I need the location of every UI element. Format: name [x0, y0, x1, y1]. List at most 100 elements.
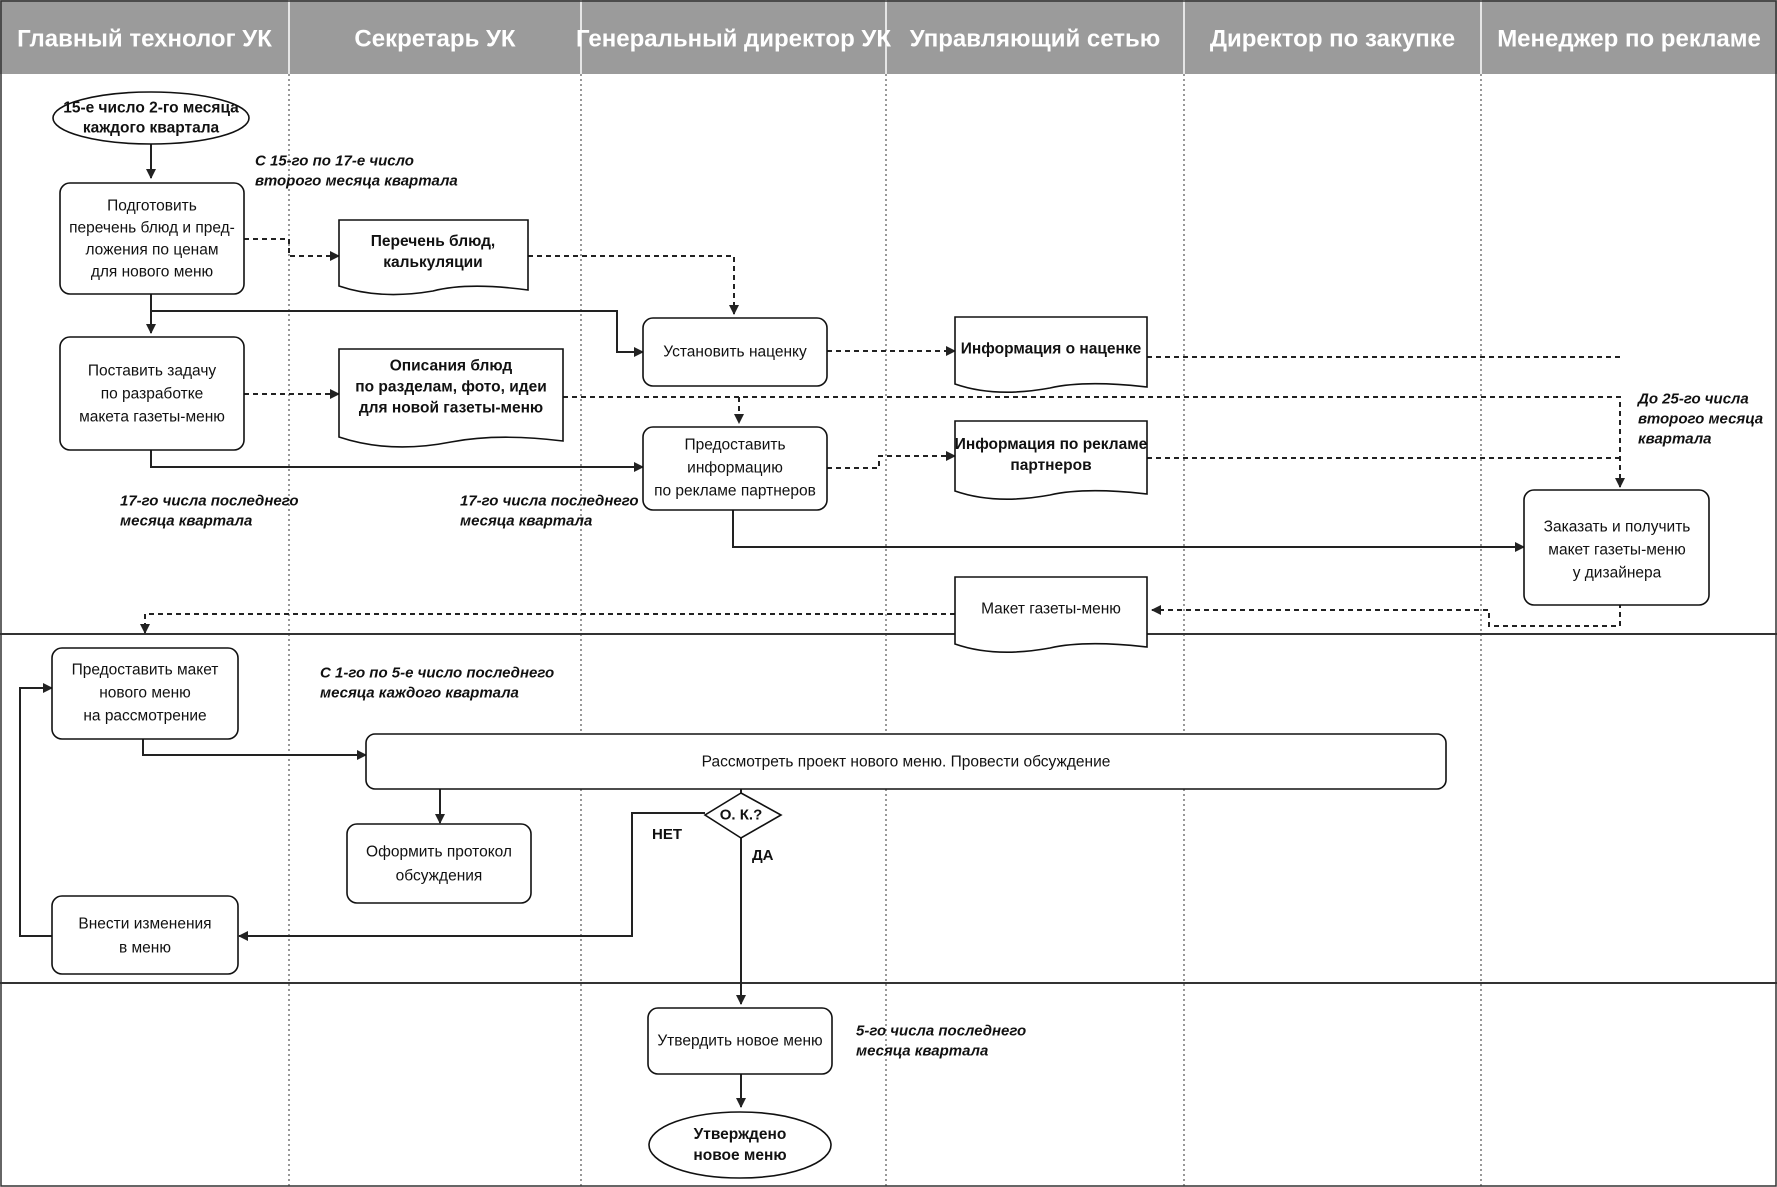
end-terminator-text: Утверждено новое меню	[693, 1126, 786, 1164]
text-line: макета газеты-меню	[79, 409, 225, 426]
set-markup-step-text: Установить наценку	[663, 344, 807, 361]
lane-header-5: Директор по закупке	[1210, 26, 1455, 53]
connectors	[19, 144, 1625, 1108]
text-line: 17-го числа последнего	[120, 493, 299, 510]
text-line: Информация о наценке	[961, 341, 1142, 358]
text-line: в меню	[119, 940, 171, 957]
doc-partner-info-document-text: Информация по рекламе партнеров	[955, 436, 1148, 474]
text-line: новое меню	[693, 1147, 786, 1164]
text-line: Утверждено	[694, 1126, 787, 1143]
text-line: для нового меню	[91, 264, 213, 281]
order-layout-step-text: Заказать и получить макет газеты-меню у ди…	[1544, 519, 1691, 582]
text-line: Макет газеты-меню	[981, 601, 1121, 618]
note-period-2: 17-го числа последнего месяца квартала	[120, 493, 299, 530]
text-line: Утвердить новое меню	[657, 1033, 822, 1050]
text-line: ложения по ценам	[85, 242, 218, 259]
order-layout-step	[1523, 489, 1710, 606]
doc-descriptions-document-text: Описания блюд по разделам, фото, идеи для …	[355, 358, 547, 417]
text-line: по разработке	[101, 386, 204, 403]
text-line: по разделам, фото, идеи	[355, 379, 547, 396]
text-line: Информация по рекламе	[955, 436, 1148, 453]
text-line: Заказать и получить	[1544, 519, 1691, 536]
make-changes-step	[51, 895, 239, 975]
text-line: второго месяца	[1638, 411, 1763, 428]
doc-markup-info-document	[954, 316, 1148, 393]
doc-layout-document	[954, 576, 1148, 653]
lane-header-2: Секретарь УК	[354, 26, 515, 53]
lane-header-4: Управляющий сетью	[910, 26, 1161, 53]
doc-markup-info-document-text: Информация о наценке	[961, 341, 1142, 358]
decision-diamond	[703, 792, 783, 839]
text-line: Предоставить макет	[72, 662, 219, 679]
set-task-step	[59, 336, 245, 451]
text-line: у дизайнера	[1573, 565, 1662, 582]
note-period-4: До 25-го числа второго месяца квартала	[1636, 391, 1763, 448]
review-step-text: Рассмотреть проект нового меню. Провести…	[702, 754, 1111, 771]
text-line: С 15-го по 17-е число	[255, 153, 414, 170]
approve-step-text: Утвердить новое меню	[657, 1033, 822, 1050]
text-line: Описания блюд	[390, 358, 513, 375]
text-line: С 1-го по 5-е число последнего	[320, 665, 554, 682]
text-line: месяца квартала	[120, 513, 252, 530]
text-line: на рассмотрение	[83, 708, 206, 725]
text-line: Предоставить	[684, 437, 785, 454]
provide-partner-info-step-text: Предоставить информацию по рекламе партнер…	[654, 437, 816, 500]
text-line: Внести изменения	[78, 916, 211, 933]
text-line: партнеров	[1010, 457, 1091, 474]
note-period-3: 17-го числа последнего месяца квартала	[460, 493, 639, 530]
provide-partner-info-step	[642, 426, 828, 511]
review-step	[365, 733, 1447, 790]
provide-layout-step	[51, 647, 239, 740]
start-terminator	[52, 91, 250, 145]
doc-dishes-document-text: Перечень блюд,калькуляции	[371, 233, 496, 271]
end-terminator	[648, 1111, 832, 1179]
prepare-list-step-text: Подготовить перечень блюд и пред-ложения …	[69, 198, 235, 281]
text-line: Подготовить	[107, 198, 197, 215]
doc-dishes-document	[338, 219, 529, 296]
text-line: Оформить протокол	[366, 844, 512, 861]
lane-header-1: Главный технолог УК	[17, 26, 272, 53]
text-line: О. К.?	[720, 807, 763, 824]
text-line: квартала	[1638, 431, 1712, 448]
note-period-5: С 1-го по 5-е число последнего месяца каж…	[320, 665, 554, 702]
text-line: по рекламе партнеров	[654, 483, 816, 500]
text-line: макет газеты-меню	[1548, 542, 1685, 559]
text-line: Установить наценку	[663, 344, 807, 361]
provide-layout-step-text: Предоставить макет нового меню на рассмотр…	[72, 662, 219, 725]
text-line: для новой газеты-меню	[359, 400, 543, 417]
text-line: Перечень блюд,	[371, 233, 496, 250]
branch-no-label: НЕТ	[652, 826, 682, 843]
set-task-step-text: Поставить задачу по разработке макета газе…	[79, 363, 225, 426]
branch-yes-label: ДА	[752, 847, 774, 864]
protocol-step	[346, 823, 532, 904]
text-line: 17-го числа последнего	[460, 493, 639, 510]
text-line: месяца каждого квартала	[320, 685, 519, 702]
text-line: Рассмотреть проект нового меню. Провести…	[702, 754, 1111, 771]
text-line: 5-го числа последнего	[856, 1023, 1026, 1040]
lane-header-6: Менеджер по рекламе	[1497, 26, 1761, 53]
text-line: месяца квартала	[460, 513, 592, 530]
doc-layout-document-text: Макет газеты-меню	[981, 601, 1121, 618]
doc-descriptions-document	[338, 348, 564, 448]
text-line: информацию	[687, 460, 783, 477]
doc-partner-info-document	[954, 420, 1148, 500]
make-changes-step-text: Внести изменения в меню	[78, 916, 211, 957]
text-line: нового меню	[99, 685, 191, 702]
decision-diamond-text: О. К.?	[720, 807, 763, 824]
text-line: месяца квартала	[856, 1043, 988, 1060]
note-period-6: 5-го числа последнего месяца квартала	[856, 1023, 1026, 1060]
text-line: перечень блюд и пред-	[69, 220, 235, 237]
text-line: Поставить задачу	[88, 363, 217, 380]
approve-step	[647, 1007, 833, 1075]
text-line: каждого квартала	[83, 120, 220, 137]
text-line: До 25-го числа	[1636, 391, 1749, 408]
text-line: обсуждения	[396, 868, 483, 885]
prepare-list-step	[59, 182, 245, 295]
set-markup-step	[642, 317, 828, 387]
lane-header-3: Генеральный директор УК	[576, 26, 891, 53]
protocol-step-text: Оформить протокол обсуждения	[366, 844, 512, 885]
